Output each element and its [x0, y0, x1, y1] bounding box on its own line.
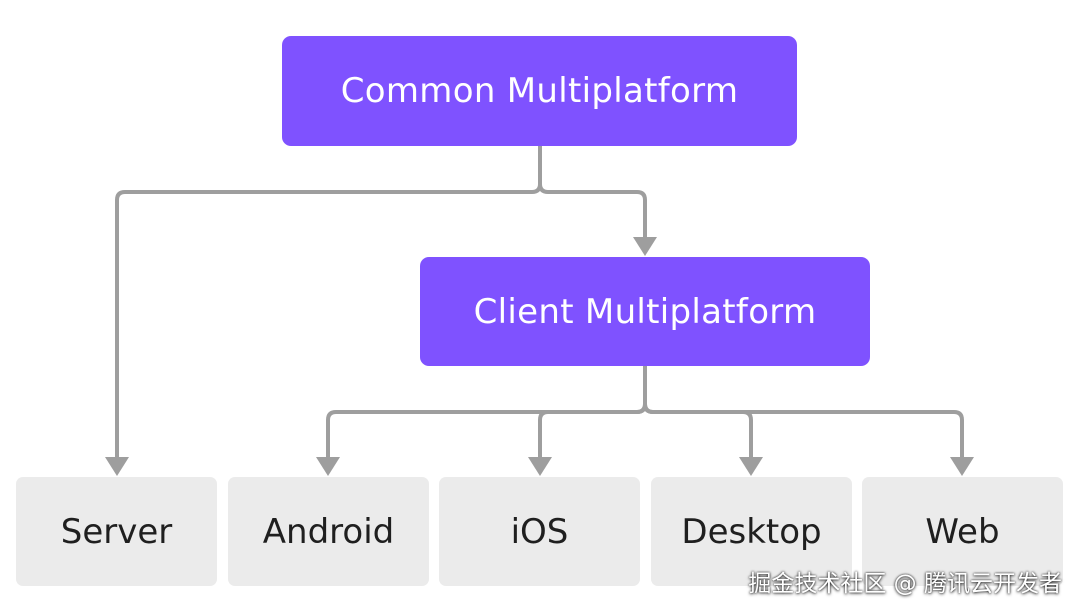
edge-client-to-web [643, 366, 964, 460]
arrowhead-ios [528, 457, 552, 476]
client-multiplatform-label: Client Multiplatform [473, 291, 817, 332]
server-node: Server [16, 477, 217, 586]
common-multiplatform-label: Common Multiplatform [340, 71, 739, 111]
common-multiplatform-node: Common Multiplatform [282, 36, 797, 146]
arrowhead-desktop [739, 457, 763, 476]
arrowhead-client [633, 237, 657, 256]
desktop-node: Desktop [651, 477, 852, 586]
watermark: 掘金技术社区 @ 腾讯云开发者 [748, 571, 1062, 597]
android-label: Android [262, 511, 395, 552]
client-multiplatform-node: Client Multiplatform [420, 257, 870, 366]
arrowhead-android [316, 457, 340, 476]
web-label: Web [925, 511, 1000, 552]
ios-label: iOS [510, 511, 569, 552]
arrowhead-web [950, 457, 974, 476]
server-label: Server [60, 511, 173, 552]
arrowhead-server [105, 457, 129, 476]
edge-common-to-client [538, 146, 647, 240]
web-node: Web [862, 477, 1063, 586]
edge-client-to-ios [538, 366, 647, 460]
android-node: Android [228, 477, 429, 586]
ios-node: iOS [439, 477, 640, 586]
desktop-label: Desktop [681, 511, 822, 552]
